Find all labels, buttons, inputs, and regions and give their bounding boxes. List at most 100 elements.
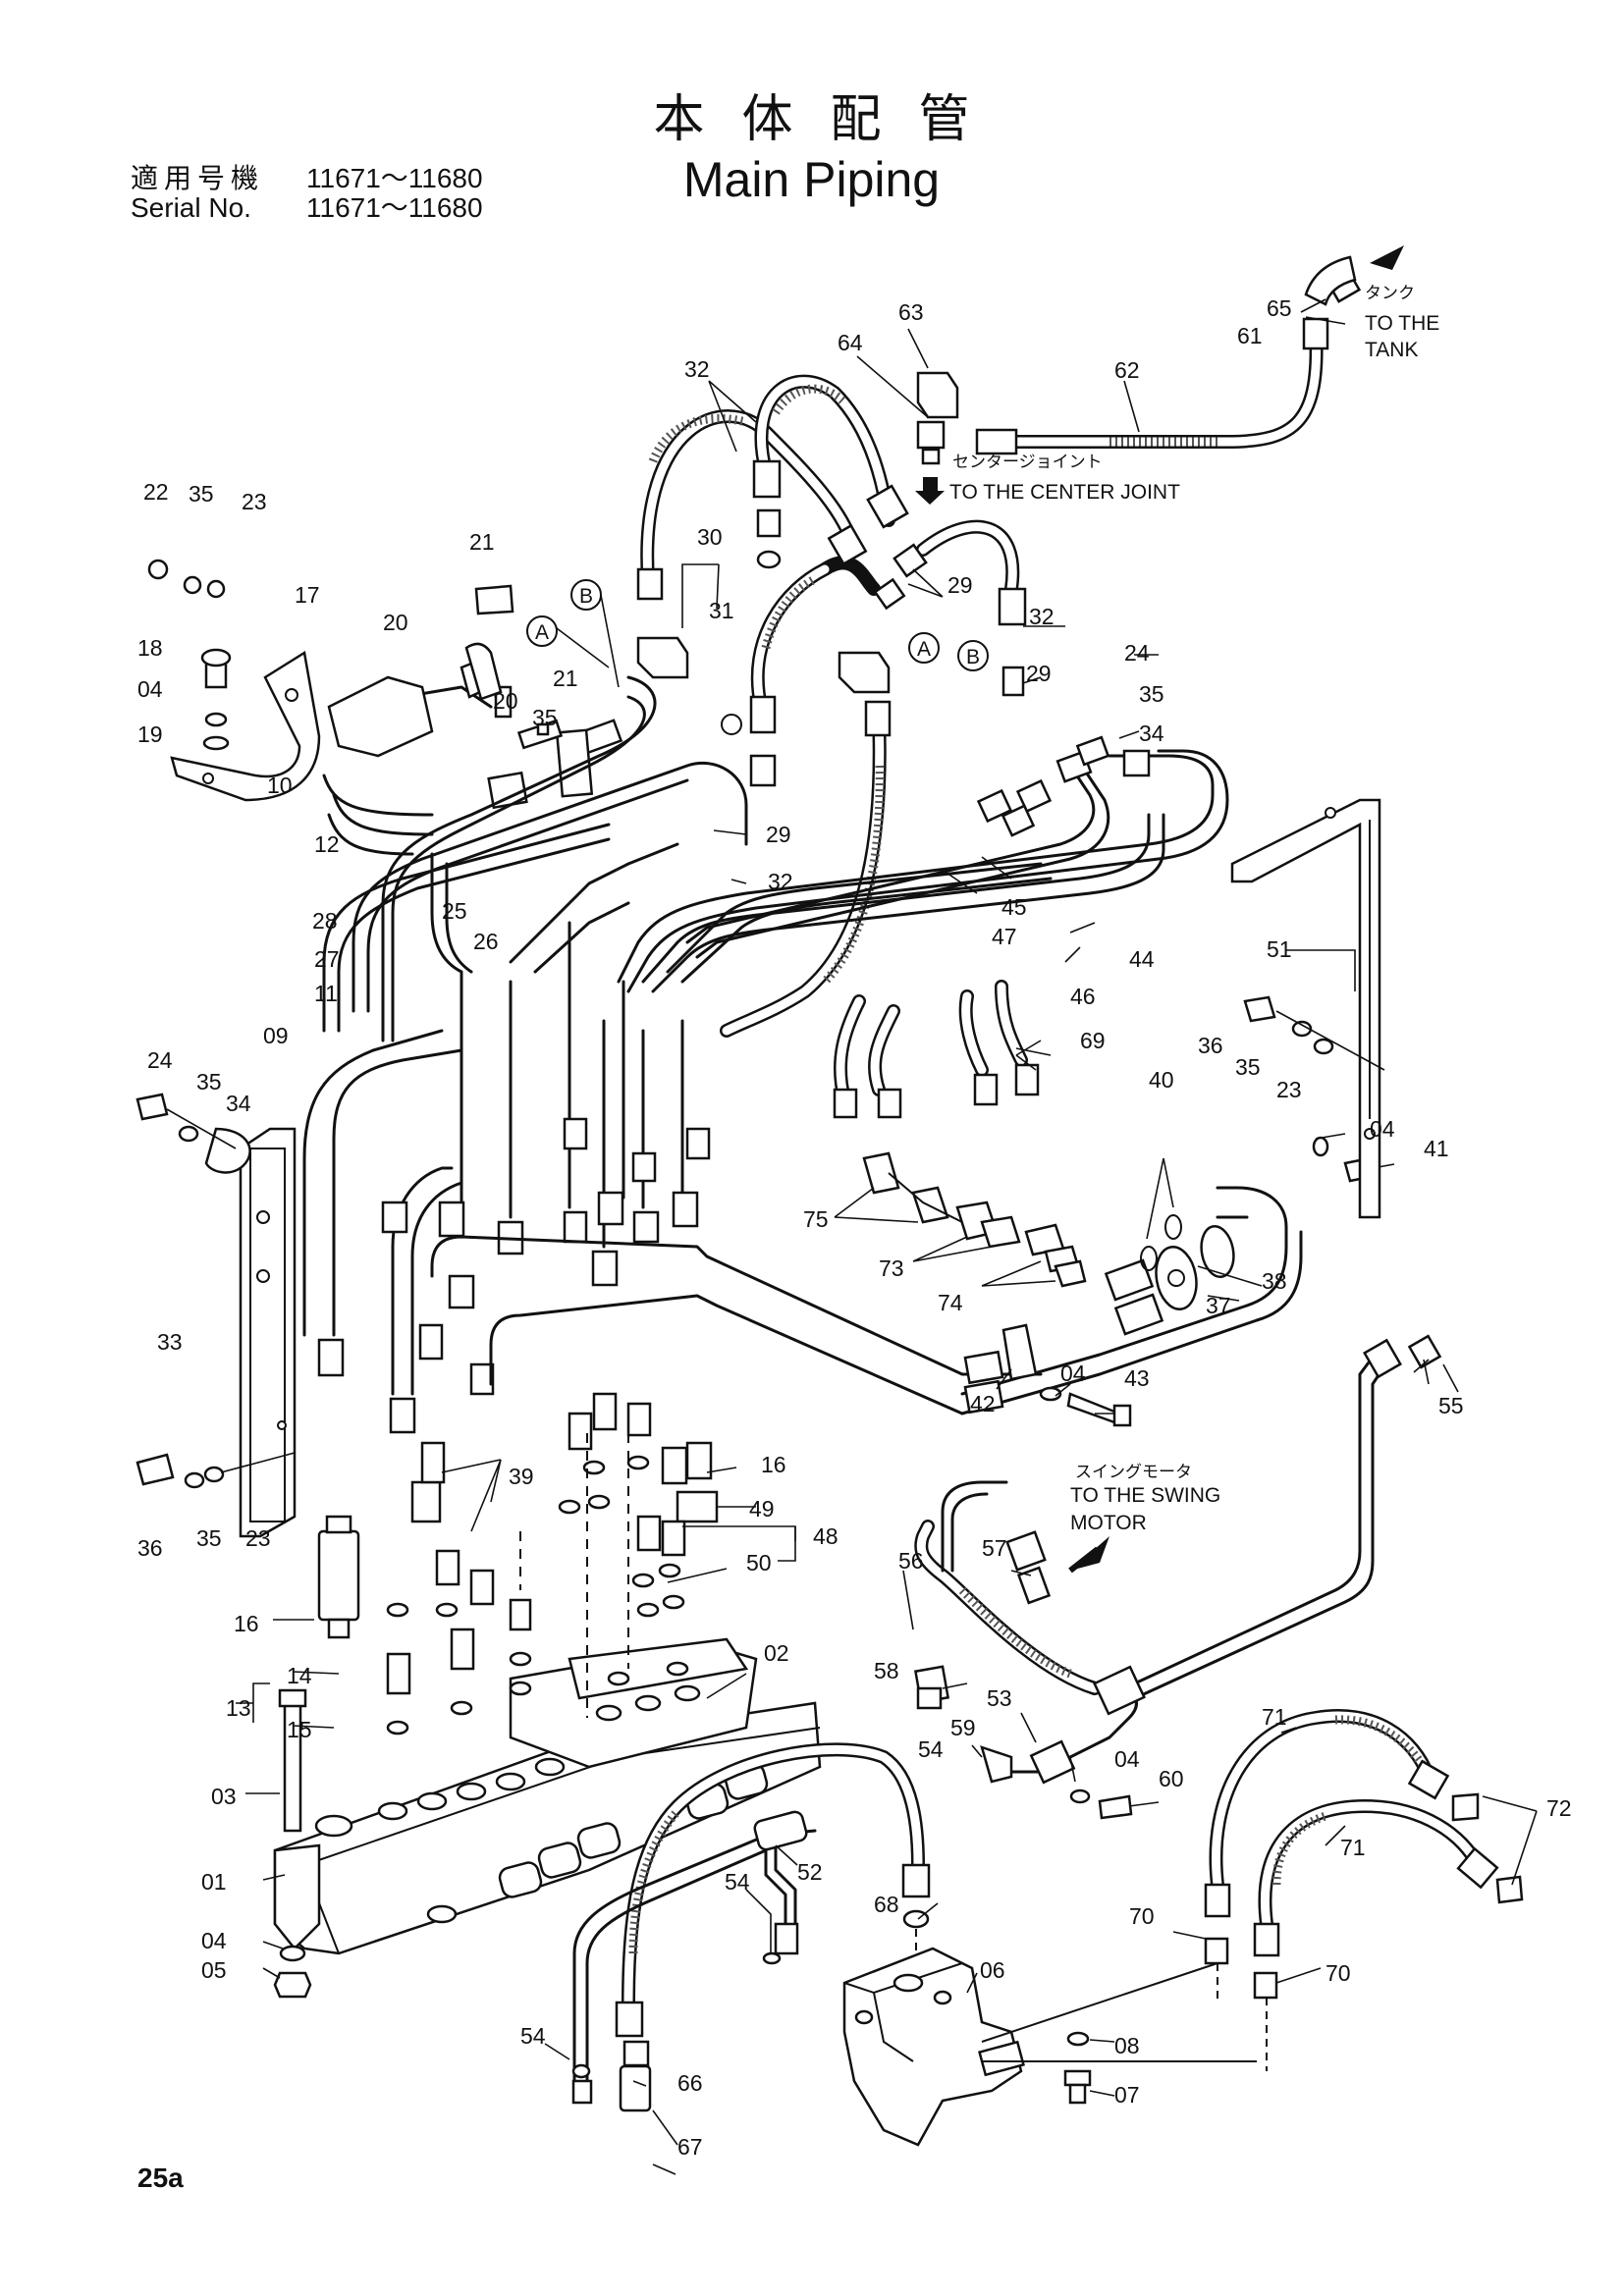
callout-04c: 04 (1370, 1116, 1395, 1142)
callout-29c: 29 (766, 822, 791, 847)
serial-label-japanese: 適用号機 (131, 162, 265, 194)
tank-note-line1: TO THE (1365, 312, 1439, 335)
callout-17: 17 (295, 582, 320, 608)
swing-motor-line (913, 1334, 1442, 1820)
callout-73: 73 (879, 1255, 904, 1281)
right-mid-pipes (430, 1186, 1303, 1427)
callout-49: 49 (749, 1496, 775, 1522)
callout-35d: 35 (196, 1525, 222, 1551)
callout-05: 05 (201, 1957, 227, 1983)
callout-57: 57 (982, 1535, 1007, 1561)
part-callouts: 65 61 63 62 64 32 30 31 29 32 29 29 32 2… (137, 295, 1572, 2160)
fitting-stack (317, 1392, 719, 1735)
lower-hose-and-tee (571, 1742, 931, 2112)
callout-47: 47 (992, 924, 1017, 949)
callout-08: 08 (1114, 2033, 1140, 2058)
callout-27: 27 (314, 946, 340, 972)
center-joint-note: TO THE CENTER JOINT (949, 481, 1180, 504)
callout-04a: 04 (137, 676, 163, 702)
callout-41: 41 (1424, 1136, 1449, 1161)
leader-lines (236, 298, 1538, 2175)
callout-71a: 71 (1262, 1704, 1287, 1730)
center-joint-note-japanese: センタージョイント (952, 453, 1103, 472)
callout-67: 67 (677, 2134, 703, 2160)
serial-range-japanese: 11671～11680 (306, 163, 483, 193)
ref-b-label: B (579, 585, 593, 608)
callout-26: 26 (473, 929, 499, 954)
callout-68: 68 (874, 1892, 899, 1917)
swing-note-line2: MOTOR (1070, 1512, 1147, 1534)
control-valve-assembly (273, 1637, 822, 1999)
callout-21b: 21 (553, 666, 578, 691)
callout-23b: 23 (245, 1525, 271, 1551)
callout-24b: 24 (1124, 640, 1150, 666)
reference-markers: A B A B (526, 579, 989, 688)
callout-43: 43 (1124, 1365, 1150, 1391)
callout-59: 59 (950, 1715, 976, 1740)
callout-35a: 35 (189, 481, 214, 507)
callout-32c: 32 (768, 869, 793, 894)
callout-06: 06 (980, 1957, 1005, 1983)
callout-58: 58 (874, 1658, 899, 1683)
upper-pipe-bundle (302, 584, 1229, 1434)
callout-36a: 36 (137, 1535, 163, 1561)
callout-54c: 54 (520, 2023, 546, 2049)
callout-15: 15 (287, 1717, 312, 1742)
callout-23c: 23 (1276, 1077, 1302, 1102)
ref-a-label-2: A (917, 638, 931, 661)
callout-07: 07 (1114, 2082, 1140, 2108)
callout-11: 11 (314, 981, 338, 1006)
callout-23a: 23 (242, 489, 267, 514)
callout-10: 10 (267, 773, 293, 798)
callout-54b: 54 (725, 1869, 750, 1895)
callout-70b: 70 (1325, 1960, 1351, 1986)
ref-b-label-2: B (966, 646, 980, 668)
callout-22: 22 (143, 479, 169, 505)
callout-48: 48 (813, 1523, 839, 1549)
tank-note-japanese: タンク (1365, 284, 1415, 303)
page-number: 25a (137, 2163, 184, 2193)
callout-29a: 29 (947, 572, 973, 598)
callout-64: 64 (838, 330, 863, 355)
callout-20b: 20 (493, 688, 518, 714)
callout-36b: 36 (1198, 1033, 1223, 1058)
arrow-to-tank-icon (1370, 245, 1404, 270)
callout-25: 25 (442, 898, 467, 924)
callout-13: 13 (226, 1695, 251, 1721)
callout-04b: 04 (201, 1928, 227, 1953)
ref-a-label: A (535, 621, 549, 644)
callout-32b: 32 (1029, 604, 1055, 629)
callout-16a: 16 (234, 1611, 259, 1636)
callout-32a: 32 (684, 356, 710, 382)
callout-61: 61 (1237, 323, 1263, 348)
left-lower-bracket (135, 1093, 297, 1538)
callout-29b: 29 (1026, 661, 1052, 686)
callout-45: 45 (1001, 894, 1027, 920)
callout-56: 56 (898, 1548, 924, 1574)
callout-34a: 34 (226, 1091, 251, 1116)
callout-44: 44 (1129, 946, 1155, 972)
callout-75: 75 (803, 1206, 829, 1232)
callout-34b: 34 (1139, 721, 1164, 746)
page-title-japanese: 本体配管 (653, 90, 1007, 149)
callout-35b: 35 (532, 705, 558, 730)
callout-70a: 70 (1129, 1903, 1155, 1929)
callout-50: 50 (746, 1550, 772, 1575)
callout-35f: 35 (1235, 1054, 1261, 1080)
callout-18: 18 (137, 635, 163, 661)
callout-28: 28 (312, 908, 338, 934)
callout-39: 39 (509, 1464, 534, 1489)
callout-54a: 54 (918, 1736, 944, 1762)
serial-label: Serial No. (131, 192, 251, 223)
callout-52: 52 (797, 1859, 823, 1885)
callout-42: 42 (970, 1391, 996, 1416)
callout-65: 65 (1267, 295, 1292, 321)
middle-hoses (833, 980, 1087, 1288)
callout-46: 46 (1070, 984, 1096, 1009)
callout-01: 01 (201, 1869, 227, 1895)
swing-note-line1: TO THE SWING (1070, 1484, 1220, 1507)
callout-35c: 35 (196, 1069, 222, 1095)
callout-19: 19 (137, 721, 163, 747)
callout-12: 12 (314, 831, 340, 857)
